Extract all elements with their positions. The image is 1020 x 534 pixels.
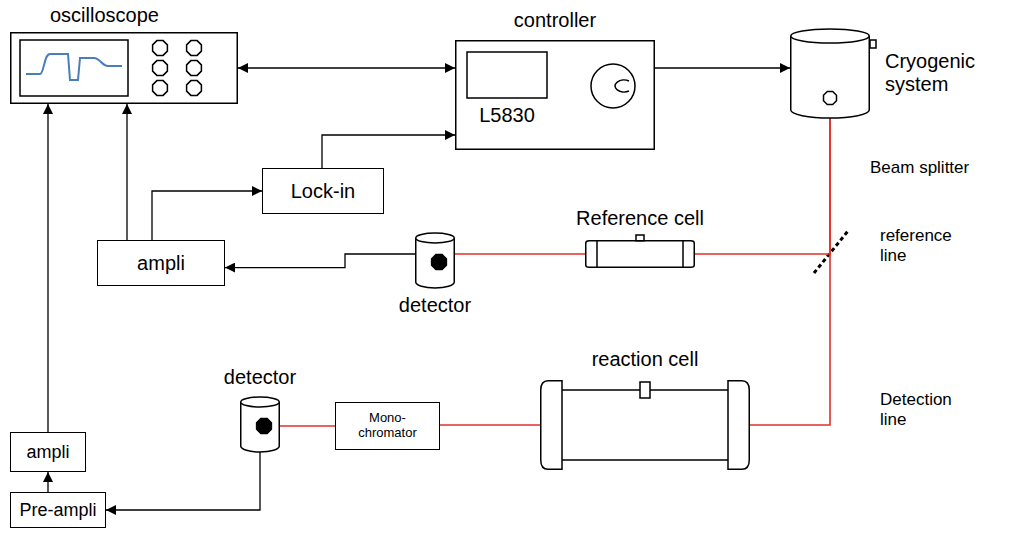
text-holder: L5830 bbox=[457, 104, 557, 127]
text-holder: Cryogenic system bbox=[885, 50, 985, 96]
device-housing bbox=[11, 33, 238, 104]
tube-outline bbox=[585, 240, 695, 268]
ctrl-outline bbox=[455, 40, 655, 150]
monochromator-box: Mono- chromator bbox=[335, 402, 440, 450]
box-label: Lock-in bbox=[291, 180, 355, 203]
part-label: Cryogenic system bbox=[885, 50, 975, 95]
text-holder: detector bbox=[200, 366, 320, 389]
text-holder: detector bbox=[375, 294, 495, 317]
reference-cell: Reference cell bbox=[585, 240, 695, 268]
signal-wire bbox=[47, 104, 48, 432]
text-holder: controller bbox=[455, 9, 655, 32]
box-label: ampli bbox=[26, 442, 69, 463]
det-outline bbox=[415, 232, 455, 288]
oscilloscope-device: oscilloscope bbox=[10, 32, 238, 104]
detector: detector bbox=[415, 232, 455, 288]
box-label: Pre-ampli bbox=[19, 500, 96, 521]
signal-wire bbox=[238, 67, 455, 68]
det-outline bbox=[240, 396, 280, 452]
controller-device: controllerL5830 bbox=[455, 40, 655, 150]
line-label: reference line bbox=[880, 226, 980, 265]
signal-wire bbox=[225, 254, 415, 268]
part-label: controller bbox=[514, 9, 596, 31]
part-label: detector bbox=[399, 294, 471, 316]
end-window bbox=[683, 241, 694, 268]
text-holder: Reference cell bbox=[560, 207, 720, 230]
screen bbox=[20, 40, 128, 96]
part-label: oscilloscope bbox=[50, 4, 159, 26]
box-label: Mono- chromator bbox=[348, 411, 428, 441]
window bbox=[824, 92, 837, 105]
beam-splitter-label: Beam splitter bbox=[870, 158, 970, 178]
cryogenic-system: Cryogenic system bbox=[790, 28, 870, 118]
part-label: detector bbox=[224, 366, 296, 388]
flange bbox=[541, 381, 562, 470]
text-holder: Lock-in bbox=[263, 169, 383, 213]
knob bbox=[591, 64, 635, 108]
cell-body bbox=[560, 390, 730, 460]
cylinder-body bbox=[791, 36, 870, 118]
knob-mark bbox=[615, 80, 629, 92]
knob bbox=[187, 41, 202, 56]
cyl-outline bbox=[790, 28, 870, 118]
laser-beam bbox=[440, 424, 540, 426]
tube-body bbox=[593, 241, 687, 268]
line-label: Detection line bbox=[880, 390, 980, 429]
laser-beam bbox=[750, 118, 830, 425]
laser-beam bbox=[695, 118, 830, 254]
laser-beam bbox=[280, 425, 335, 427]
text-holder: oscilloscope bbox=[50, 4, 210, 27]
process-box: ampli bbox=[10, 432, 86, 472]
text-holder: reaction cell bbox=[540, 348, 750, 371]
knob bbox=[187, 81, 202, 96]
waveform bbox=[26, 54, 122, 80]
react-outline bbox=[540, 380, 750, 470]
signal-wire bbox=[47, 472, 48, 492]
display bbox=[467, 52, 547, 98]
laser-beam bbox=[455, 253, 585, 255]
part-label: L5830 bbox=[479, 104, 535, 126]
detector-window bbox=[257, 419, 272, 434]
text-holder: ampli bbox=[98, 241, 224, 285]
signal-wire bbox=[322, 135, 455, 168]
part-label: Reference cell bbox=[576, 207, 704, 229]
device-housing bbox=[456, 41, 655, 150]
part-label: reaction cell bbox=[592, 348, 699, 370]
signal-wire bbox=[655, 67, 790, 68]
text-holder: ampli bbox=[11, 433, 85, 471]
signal-wire bbox=[152, 191, 262, 240]
cylinder-top bbox=[791, 29, 870, 43]
detector-body bbox=[416, 238, 455, 288]
beam-splitter bbox=[814, 231, 848, 273]
signal-wire bbox=[126, 104, 127, 240]
end-window bbox=[586, 241, 597, 268]
process-box: ampli bbox=[97, 240, 225, 286]
knob bbox=[153, 41, 168, 56]
scope-outline bbox=[10, 32, 238, 104]
detector: detector bbox=[240, 396, 280, 452]
text-holder: Mono- chromator bbox=[336, 403, 439, 449]
port bbox=[870, 40, 876, 48]
port bbox=[636, 235, 644, 241]
process-box: Lock-in bbox=[262, 168, 384, 214]
knob bbox=[153, 81, 168, 96]
knob bbox=[153, 61, 168, 76]
detector-top bbox=[416, 233, 455, 243]
detector-body bbox=[241, 402, 280, 452]
text-holder: Pre-ampli bbox=[11, 493, 105, 527]
detector-top bbox=[241, 397, 280, 407]
knob bbox=[187, 61, 202, 76]
detector-window bbox=[432, 255, 447, 270]
port bbox=[640, 382, 650, 398]
flange bbox=[728, 381, 749, 470]
reaction-cell: reaction cell bbox=[540, 380, 750, 470]
box-label: ampli bbox=[137, 252, 185, 275]
signal-wire bbox=[106, 452, 260, 510]
process-box: Pre-ampli bbox=[10, 492, 106, 528]
